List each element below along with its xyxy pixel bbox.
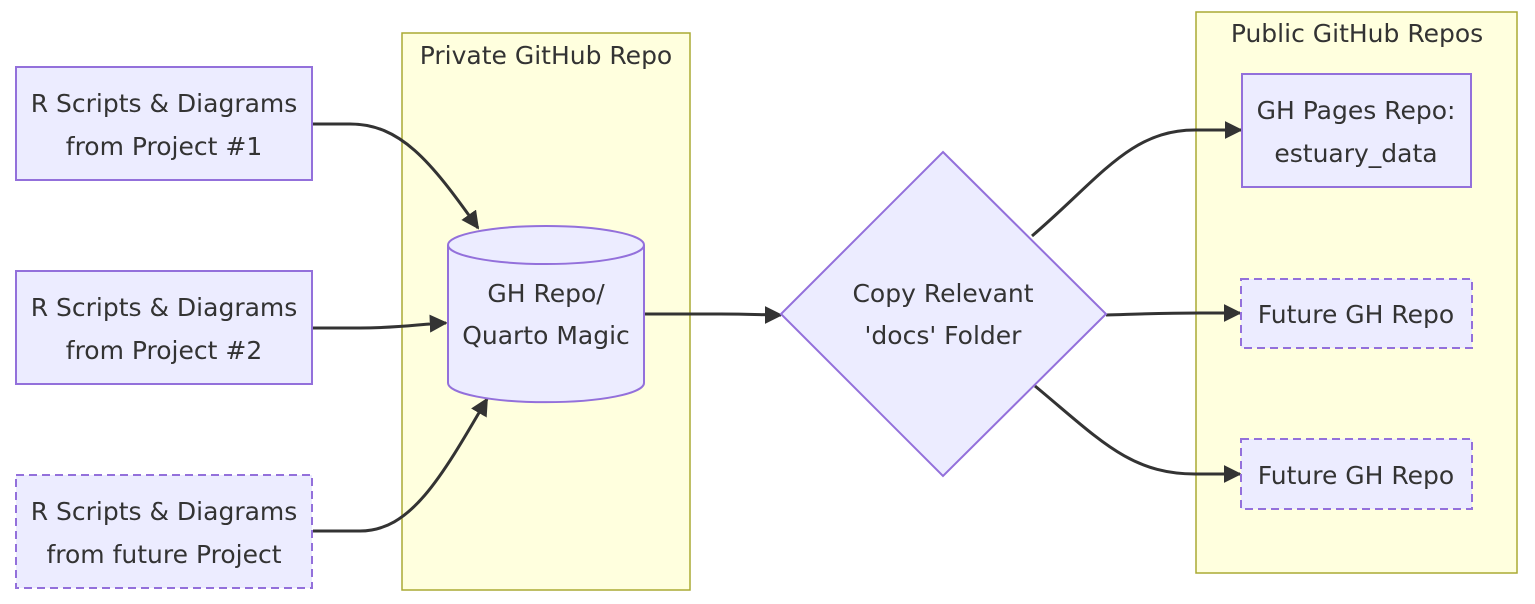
node-ghpages-label-line1: GH Pages Repo: [1257,96,1456,125]
cluster-public-title: Public GitHub Repos [1231,19,1483,48]
node-future-repo-2: Future GH Repo [1240,438,1473,510]
node-ghpages: GH Pages Repo: estuary_data [1241,73,1472,188]
node-project1-label-line2: from Project #1 [66,132,262,161]
node-quarto-label-line2: Quarto Magic [462,321,630,350]
node-ghpages-label-line2: estuary_data [1274,139,1437,168]
node-quarto-top [447,225,645,265]
node-project1-box [15,66,313,181]
node-project2-label-line2: from Project #2 [66,336,262,365]
edges [313,121,1243,533]
node-project2-label-line1: R Scripts & Diagrams [31,293,298,322]
edge-project1-to-quarto [313,122,480,230]
node-future-repo-1: Future GH Repo [1240,278,1473,349]
node-quarto-body [447,245,645,404]
cluster-private-title: Private GitHub Repo [420,41,672,70]
node-copy-label-line2: 'docs' Folder [865,321,1023,350]
node-future-repo-1-box [1240,278,1473,349]
node-copy-label-line1: Copy Relevant [852,279,1033,308]
edge-copy-to-future-repo1 [1105,304,1242,322]
node-ghpages-box [1241,73,1472,188]
node-future-project-label-line2: from future Project [46,540,281,569]
node-future-repo-2-label: Future GH Repo [1258,461,1454,490]
node-project2-box [15,270,313,385]
node-quarto-cylinder: GH Repo/ Quarto Magic [447,225,645,404]
edge-quarto-to-copy [645,305,783,324]
node-future-project-label-line1: R Scripts & Diagrams [31,497,298,526]
node-future-project-box [15,474,313,589]
node-project1: R Scripts & Diagrams from Project #1 [15,66,313,181]
edge-project2-to-quarto [313,314,448,333]
edge-future-project-to-quarto [313,397,489,533]
node-project2: R Scripts & Diagrams from Project #2 [15,270,313,385]
node-project1-label-line1: R Scripts & Diagrams [31,89,298,118]
node-future-project: R Scripts & Diagrams from future Project [15,474,313,589]
node-copy-diamond [779,150,1108,478]
node-copy-decision: Copy Relevant 'docs' Folder [779,150,1108,478]
node-future-repo-1-label: Future GH Repo [1258,300,1454,329]
node-quarto-label-line1: GH Repo/ [487,279,605,308]
edge-copy-to-ghpages [1031,121,1243,238]
edge-copy-to-future-repo2 [1034,384,1242,483]
node-future-repo-2-box [1240,438,1473,510]
